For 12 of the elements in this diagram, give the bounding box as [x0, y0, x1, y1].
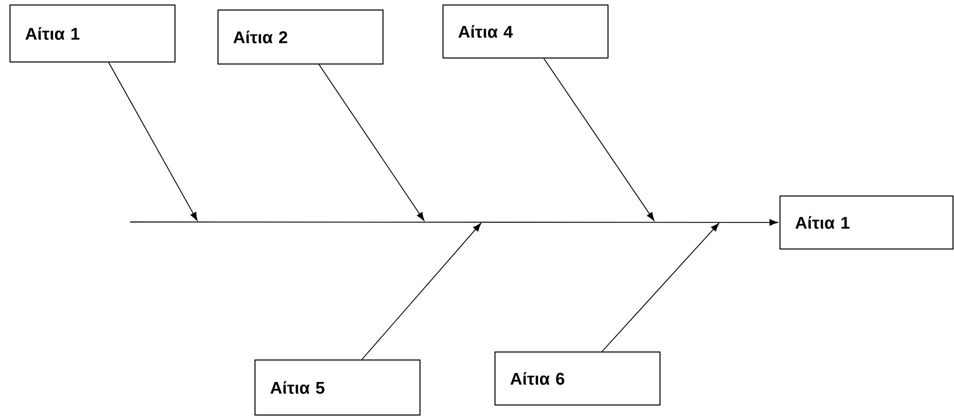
cause-box: Αίτια 1 [10, 4, 176, 62]
arrow [130, 219, 778, 226]
cause-box: Αίτια 6 [494, 352, 660, 406]
arrow [108, 62, 198, 221]
arrow [361, 223, 482, 360]
cause-box: Αίτια 5 [254, 360, 420, 416]
arrow [602, 223, 720, 352]
arrow [318, 64, 424, 221]
arrow [543, 58, 654, 221]
cause-box: Αίτια 2 [218, 10, 384, 64]
cause-box: Αίτια 1 [780, 196, 954, 250]
cause-box: Αίτια 4 [442, 4, 608, 58]
